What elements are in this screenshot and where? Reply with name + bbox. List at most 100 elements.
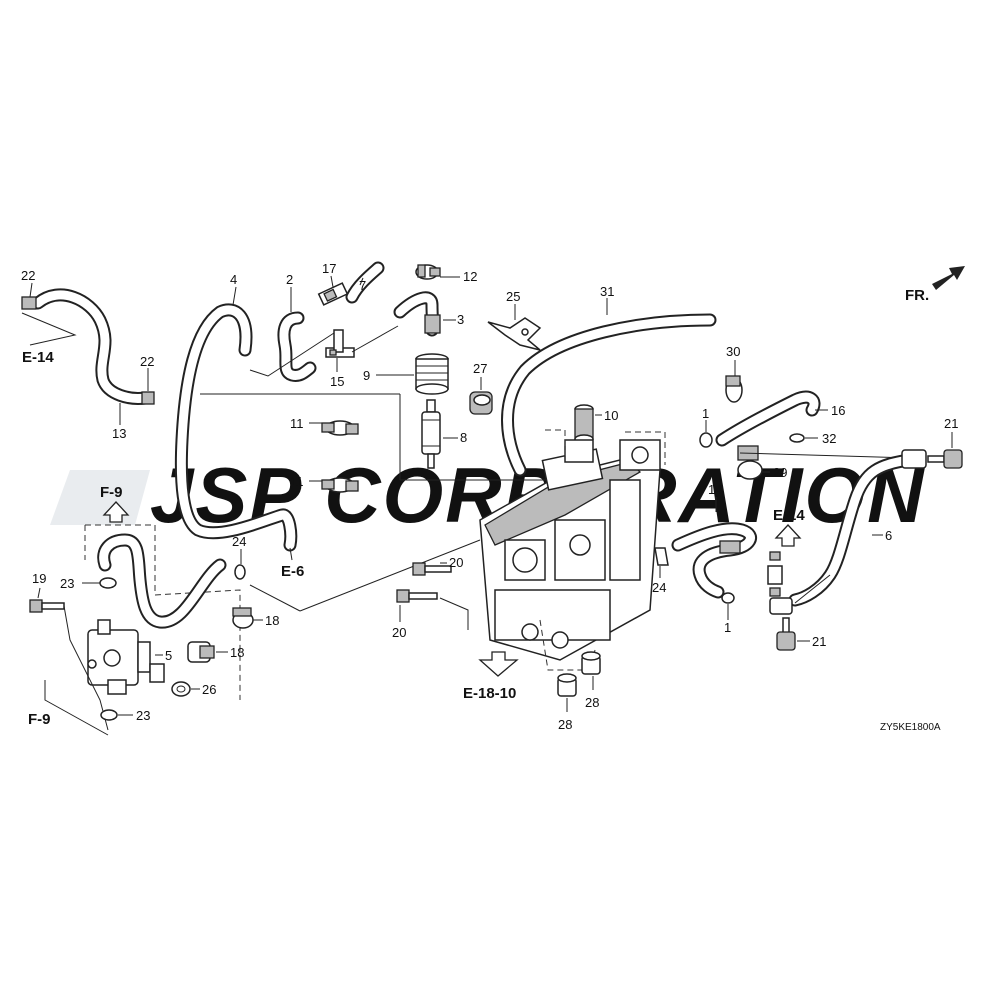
label-23b: 23 (136, 708, 150, 723)
tee-joint-15 (325, 329, 355, 358)
label-1b: 1 (724, 620, 731, 635)
ref-f9-bottom: F-9 (28, 711, 51, 728)
ref-f9-top: F-9 (100, 484, 123, 501)
bolt-20b (396, 589, 438, 603)
label-7: 7 (359, 278, 366, 293)
label-2: 2 (286, 272, 293, 287)
front-arrow: FR. (905, 266, 965, 304)
oring-23b (100, 709, 118, 721)
clip-24a (234, 564, 246, 580)
bolt-20a (412, 562, 452, 576)
label-22a: 22 (21, 268, 35, 283)
clip-1b (721, 592, 735, 604)
clamp-18a (232, 607, 254, 629)
arrow-e14-right (774, 524, 802, 547)
label-13: 13 (112, 426, 126, 441)
label-29: 29 (773, 465, 787, 480)
fuel-filter-8 (421, 399, 441, 469)
clamp-11a (321, 420, 359, 436)
part-labels: 22 22 13 4 2 17 7 15 12 3 9 8 11 11 25 2… (21, 261, 958, 732)
grommet-28b (581, 651, 601, 675)
label-28b: 28 (585, 695, 599, 710)
label-27: 27 (473, 361, 487, 376)
hose-3 (393, 291, 441, 337)
label-6: 6 (885, 528, 892, 543)
fuel-pipe-6 (769, 449, 927, 615)
clip-12 (415, 264, 441, 280)
label-23a: 23 (60, 576, 74, 591)
ref-e6: E-6 (281, 563, 304, 580)
arrow-e18-10 (478, 651, 519, 677)
label-20a: 20 (449, 555, 463, 570)
filter-element-9 (415, 353, 449, 395)
label-30: 30 (726, 344, 740, 359)
label-4: 4 (230, 272, 237, 287)
label-19: 19 (32, 571, 46, 586)
label-18a: 18 (265, 613, 279, 628)
clip-22b (141, 391, 155, 405)
hose-13 (21, 288, 155, 405)
connector-17 (317, 282, 349, 306)
label-24b: 24 (652, 580, 666, 595)
label-20b: 20 (392, 625, 406, 640)
ref-e14-right: E-14 (773, 507, 805, 524)
label-15: 15 (330, 374, 344, 389)
hose-16 (715, 390, 821, 447)
label-12: 12 (463, 269, 477, 284)
bolt-21a (927, 449, 963, 469)
front-indicator-label: FR. (905, 287, 929, 304)
clamp-11b (321, 477, 359, 493)
hose-31 (501, 313, 717, 477)
label-31: 31 (600, 284, 614, 299)
section-refs: E-14 F-9 F-9 E-6 E-18-10 E-14 (22, 349, 805, 728)
clip-22a (21, 296, 37, 310)
label-18b: 18 (230, 645, 244, 660)
clip-1a (699, 432, 713, 448)
small-spring (767, 551, 783, 597)
grommet-28a (557, 673, 577, 697)
diagram-code: ZY5KE1800A (880, 722, 941, 733)
label-21a: 21 (944, 416, 958, 431)
hose-7 (345, 261, 385, 304)
vapor-separator-assembly (479, 439, 661, 661)
label-8: 8 (460, 430, 467, 445)
clip-25 (487, 317, 542, 351)
arrow-f9-top (102, 501, 130, 523)
label-5: 5 (165, 648, 172, 663)
hose-14 (671, 522, 757, 599)
label-22b: 22 (140, 354, 154, 369)
sleeve-10 (574, 404, 594, 444)
oring-32 (789, 433, 805, 443)
clamp-18b (187, 641, 215, 663)
pump-hose (97, 533, 227, 629)
label-32: 32 (822, 431, 836, 446)
clip-30 (725, 375, 743, 403)
hose-3-end (424, 314, 441, 334)
label-14: 14 (708, 482, 722, 497)
label-25: 25 (506, 289, 520, 304)
bolt-21b (776, 617, 796, 651)
hose-4 (174, 303, 298, 552)
label-11b: 11 (290, 474, 304, 489)
label-3: 3 (457, 312, 464, 327)
front-arrow-icon (932, 266, 965, 290)
hose-14-joint (719, 540, 741, 554)
clip-24b (654, 547, 669, 566)
ref-e14-left: E-14 (22, 349, 54, 366)
grommet-27 (469, 391, 493, 415)
label-1a: 1 (702, 406, 709, 421)
label-9: 9 (363, 368, 370, 383)
label-10: 10 (604, 408, 618, 423)
label-28a: 28 (558, 717, 572, 732)
label-24a: 24 (232, 534, 246, 549)
label-26: 26 (202, 682, 216, 697)
label-17: 17 (322, 261, 336, 276)
oring-23a (99, 577, 117, 589)
washer-26 (171, 681, 191, 697)
fuel-pump-5 (87, 619, 165, 695)
label-16: 16 (831, 403, 845, 418)
label-11a: 11 (290, 416, 304, 431)
label-21b: 21 (812, 634, 826, 649)
hose-2 (277, 311, 317, 382)
